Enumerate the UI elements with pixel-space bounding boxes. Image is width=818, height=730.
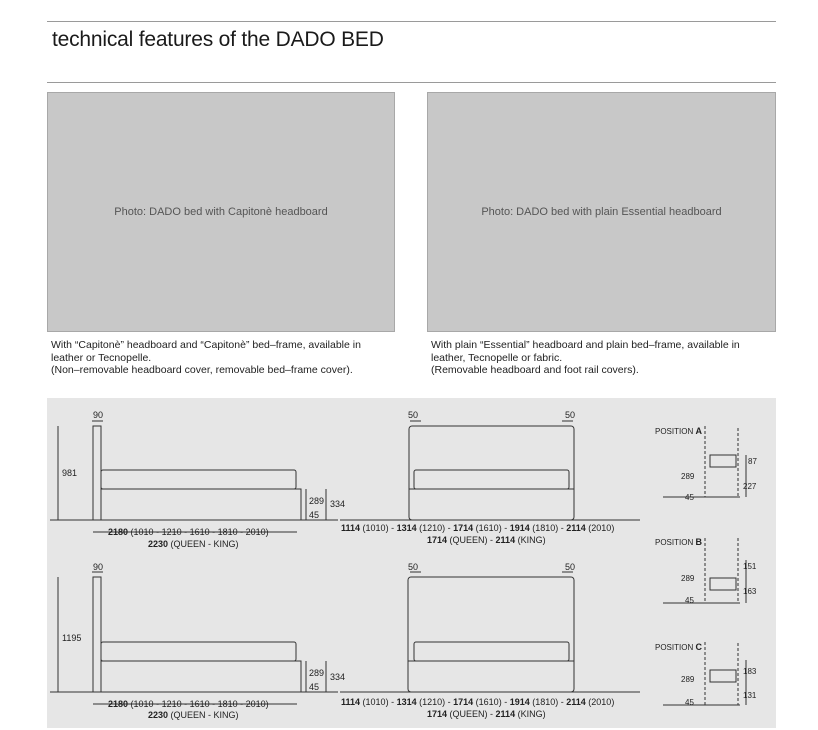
length-sizes: (1010 - 1210 - 1610 - 1810 - 2010) <box>131 527 269 537</box>
frame-height-label: 289 <box>309 496 324 506</box>
top-rule <box>47 21 776 22</box>
length-bold: 2180 <box>108 699 128 709</box>
front-left-label: 50 <box>408 410 418 420</box>
page-title: technical features of the DADO BED <box>52 28 384 51</box>
height-label: 981 <box>62 468 77 478</box>
front-right-label: 50 <box>565 562 575 572</box>
mattress-front <box>413 469 570 490</box>
position-a-label: POSITION A <box>655 426 702 436</box>
length-label: 2180 (1010 - 1210 - 1610 - 1810 - 2010) <box>108 699 269 709</box>
widths-label: 1114 (1010) - 1314 (1210) - 1714 (1610) … <box>341 697 614 707</box>
caption-line: With plain “Essential” headboard and pla… <box>431 339 740 351</box>
position-a-frame-height: 289 <box>681 472 695 481</box>
length-alt-bold: 2230 <box>148 539 168 549</box>
photo-essential-bed: Photo: DADO bed with plain Essential hea… <box>427 92 776 332</box>
caption-line: (Non–removable headboard cover, removabl… <box>51 364 353 376</box>
headboard-thickness-label: 90 <box>93 562 103 572</box>
position-c-lower-value: 131 <box>743 691 757 700</box>
photo-label: Photo: DADO bed with Capitonè headboard <box>114 206 328 218</box>
position-a-mattress <box>709 454 737 468</box>
title-rule <box>47 82 776 83</box>
position-c-frame-height: 289 <box>681 675 695 684</box>
photo-capitone-bed: Photo: DADO bed with Capitonè headboard <box>47 92 395 332</box>
position-b-lower-value: 163 <box>743 587 757 596</box>
position-c-mattress <box>709 669 737 683</box>
bedframe-side <box>100 488 302 521</box>
position-c-upper-value: 183 <box>743 667 757 676</box>
front-right-label: 50 <box>565 410 575 420</box>
base-height-label: 45 <box>309 510 319 520</box>
length-alt-label: 2230 (QUEEN - KING) <box>148 539 239 549</box>
position-c-base-height: 45 <box>685 698 694 707</box>
frame-height-label: 289 <box>309 668 324 678</box>
headboard-front <box>408 425 575 521</box>
total-height-label: 334 <box>330 499 345 509</box>
caption-line: leather, Tecnopelle or fabric. <box>431 351 563 364</box>
position-b-upper-value: 151 <box>743 562 757 571</box>
position-a-base-height: 45 <box>685 493 694 502</box>
caption-line: With “Capitonè” headboard and “Capitonè”… <box>51 339 361 351</box>
caption-capitone: With “Capitonè” headboard and “Capitonè”… <box>51 339 361 377</box>
position-b-frame-height: 289 <box>681 574 695 583</box>
caption-line: leather or Tecnopelle. <box>51 351 152 364</box>
height-label: 1195 <box>62 633 81 643</box>
position-a-lower-value: 227 <box>743 482 757 491</box>
length-label: 2180 (1010 - 1210 - 1610 - 1810 - 2010) <box>108 527 269 537</box>
length-alt-sizes: (QUEEN - KING) <box>171 710 239 720</box>
position-b-label: POSITION B <box>655 537 702 547</box>
mattress-side <box>100 641 297 662</box>
position-a-upper-value: 87 <box>748 457 757 466</box>
widths-alt-label: 1714 (QUEEN) - 2114 (KING) <box>427 709 546 719</box>
bedframe-side <box>100 660 302 693</box>
mattress-side <box>100 469 297 490</box>
total-height-label: 334 <box>330 672 345 682</box>
headboard-thickness-label: 90 <box>93 410 103 420</box>
position-b-frame <box>704 538 739 604</box>
headboard-side <box>92 576 102 693</box>
base-height-label: 45 <box>309 682 319 692</box>
widths-label: 1114 (1010) - 1314 (1210) - 1714 (1610) … <box>341 523 614 533</box>
length-alt-sizes: (QUEEN - KING) <box>171 539 239 549</box>
photo-label: Photo: DADO bed with plain Essential hea… <box>481 206 722 218</box>
length-alt-bold: 2230 <box>148 710 168 720</box>
headboard-side <box>92 425 102 521</box>
position-b-mattress <box>709 577 737 591</box>
length-bold: 2180 <box>108 527 128 537</box>
caption-line: (Removable headboard and foot rail cover… <box>431 364 639 376</box>
position-c-frame <box>704 642 739 706</box>
headboard-front <box>407 576 575 693</box>
position-b-base-height: 45 <box>685 596 694 605</box>
position-c-label: POSITION C <box>655 642 702 652</box>
technical-drawings-panel <box>47 398 776 728</box>
front-left-label: 50 <box>408 562 418 572</box>
length-alt-label: 2230 (QUEEN - KING) <box>148 710 239 720</box>
mattress-front <box>413 641 570 662</box>
widths-alt-label: 1714 (QUEEN) - 2114 (KING) <box>427 535 546 545</box>
length-sizes: (1010 - 1210 - 1610 - 1810 - 2010) <box>131 699 269 709</box>
caption-essential: With plain “Essential” headboard and pla… <box>431 339 740 377</box>
